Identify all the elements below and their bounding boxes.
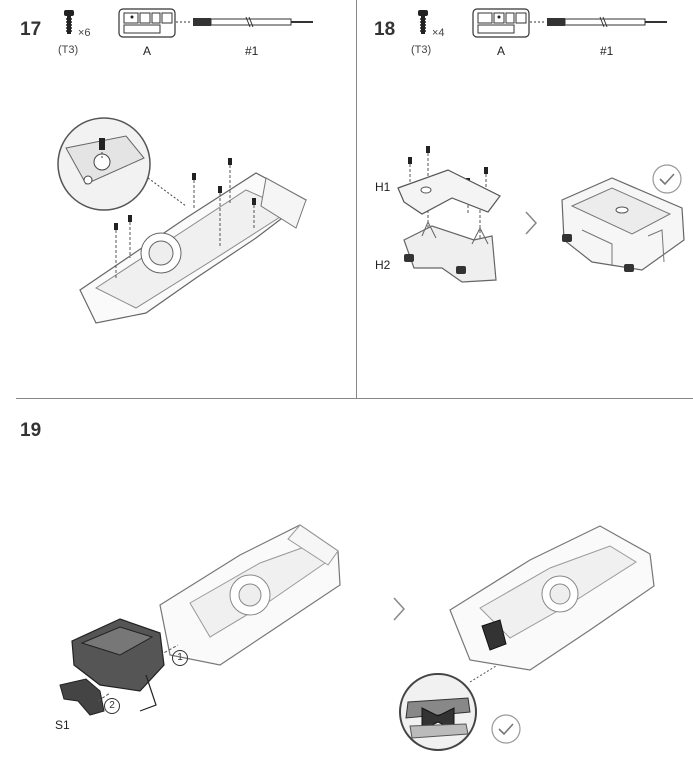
tool-case-icon — [472, 8, 530, 38]
tool-case-icon — [118, 8, 176, 38]
step-19-zoom-detail — [399, 673, 477, 751]
step-17-number: 17 — [20, 19, 42, 40]
step-17-screw-qty: ×6 — [78, 27, 91, 39]
step-17-tool-a-label: A — [143, 44, 152, 58]
screw-icon — [418, 10, 428, 34]
step-17-tool-b-label: #1 — [245, 44, 259, 58]
callout-2: 2 — [104, 698, 120, 714]
horizontal-divider — [16, 398, 693, 399]
step-18-tool-a-label: A — [497, 44, 506, 58]
zoom-leader-line — [469, 665, 497, 683]
step-19-disassembly-view — [59, 524, 341, 716]
vertical-divider — [356, 0, 357, 398]
part-h2-label: H2 — [375, 258, 391, 272]
part-h1-label: H1 — [375, 180, 391, 194]
check-icon — [491, 714, 521, 744]
step-18-exploded-view — [397, 146, 501, 283]
step-17-illustration — [57, 117, 308, 324]
screw-icon — [64, 10, 74, 34]
step-18-screw-type: (T3) — [411, 44, 432, 56]
step-17-screw-type: (T3) — [58, 44, 79, 56]
step-19-assembled-view — [449, 525, 655, 671]
screwdriver-icon — [530, 16, 667, 28]
part-s1-label: S1 — [55, 718, 70, 732]
step-19-number: 19 — [20, 420, 42, 441]
step-18-number: 18 — [374, 19, 396, 40]
step-18-assembled-view — [561, 177, 685, 272]
callout-1: 1 — [172, 650, 188, 666]
check-icon — [652, 164, 682, 194]
step-18-tool-b-label: #1 — [600, 44, 614, 58]
step-18-screw-qty: ×4 — [432, 27, 445, 39]
screwdriver-icon — [176, 16, 313, 28]
chevron-right-icon — [525, 211, 538, 235]
chevron-right-icon — [393, 597, 406, 621]
